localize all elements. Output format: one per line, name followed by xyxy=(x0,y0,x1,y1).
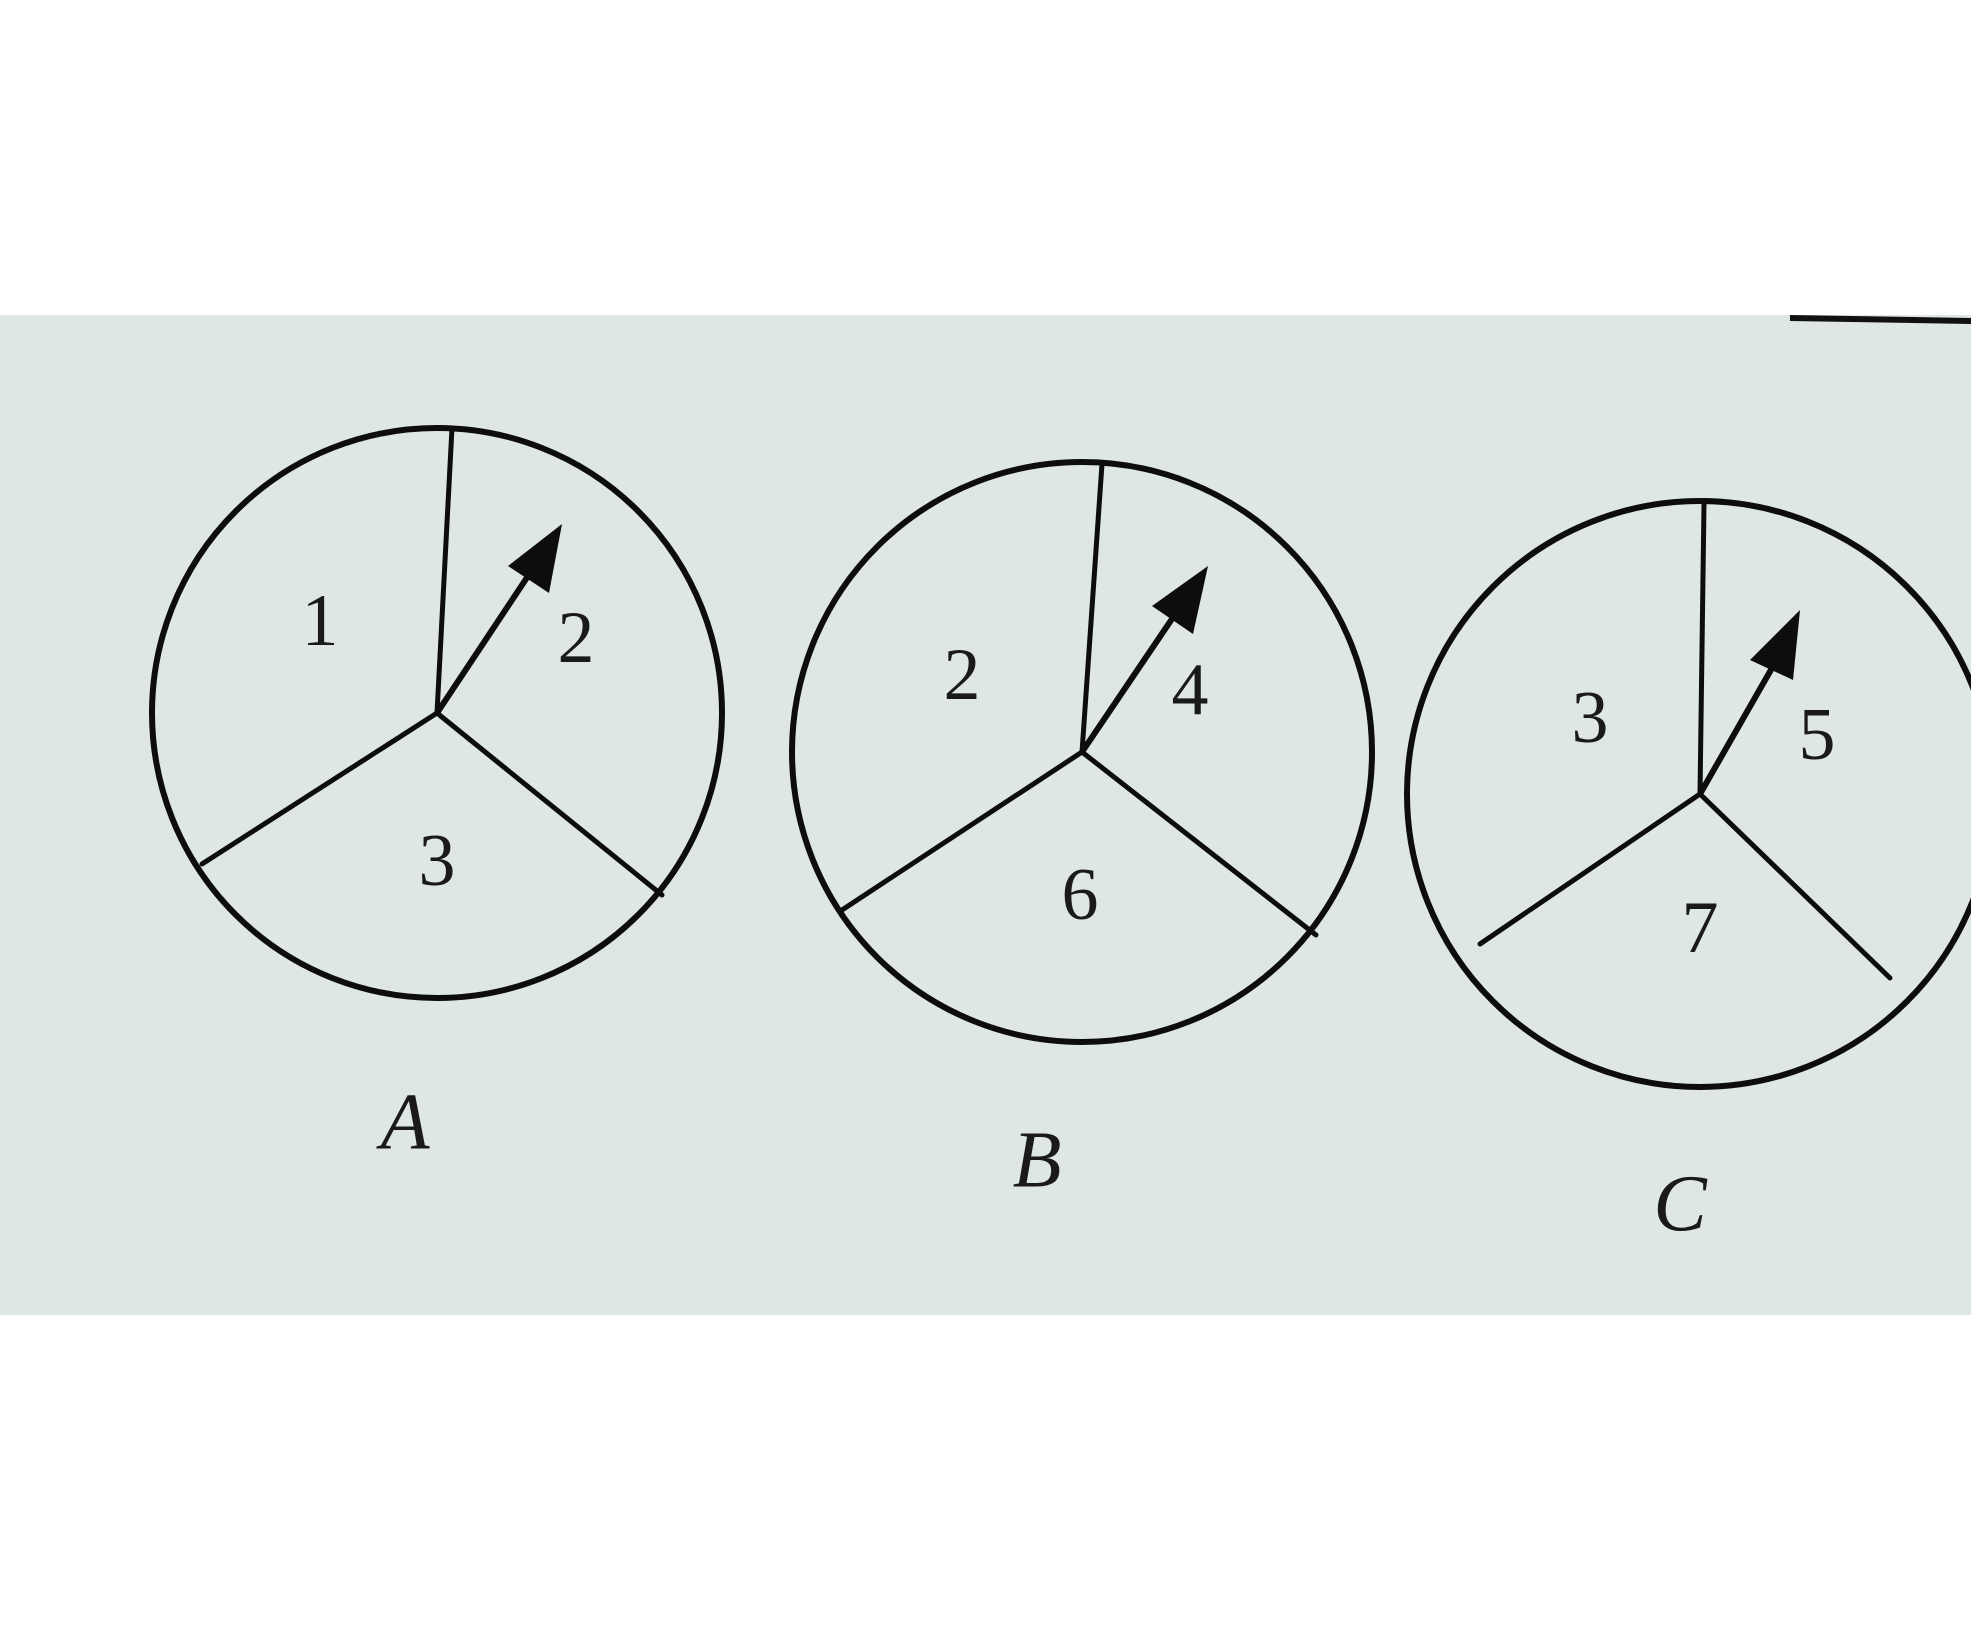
spinner-c-ring xyxy=(1404,498,1971,1090)
spinner-b-sector-6: 6 xyxy=(1062,854,1099,936)
spinner-a: 1 2 3 A xyxy=(149,425,725,1166)
spinner-a-sector-1: 1 xyxy=(302,580,339,662)
spinner-c: 3 5 7 C xyxy=(1404,498,1971,1248)
spinner-b-pointer-shaft xyxy=(1079,607,1181,755)
spinner-a-pointer-head-icon xyxy=(508,524,562,593)
spinner-b: 2 4 6 B xyxy=(789,459,1375,1204)
spinner-b-pointer-head-icon xyxy=(1152,566,1208,634)
spinner-b-sector-4: 4 xyxy=(1172,649,1209,731)
spinner-a-sector-3: 3 xyxy=(419,820,456,902)
spinner-b-divider-right xyxy=(1079,749,1319,938)
spinner-b-divider-top xyxy=(1079,461,1105,755)
spinner-a-caption: A xyxy=(376,1078,431,1166)
spinner-a-sector-2: 2 xyxy=(558,597,595,679)
spinner-a-pointer-shaft xyxy=(434,567,535,716)
spinner-c-sector-3: 3 xyxy=(1572,677,1609,759)
spinner-a-divider-top xyxy=(434,425,455,716)
spinner-c-sector-7: 7 xyxy=(1682,887,1719,969)
spinner-b-sector-2: 2 xyxy=(944,634,981,716)
spinner-c-divider-right xyxy=(1697,791,1893,981)
paper-edge xyxy=(1789,315,1971,324)
spinner-c-pointer-shaft xyxy=(1697,665,1775,797)
spinner-c-sector-5: 5 xyxy=(1799,694,1836,776)
spinner-c-divider-left xyxy=(1477,791,1703,947)
spinner-c-pointer-head-icon xyxy=(1750,610,1800,680)
spinner-b-caption: B xyxy=(1013,1116,1062,1204)
spinner-b-ring xyxy=(789,459,1375,1045)
spinner-a-divider-right xyxy=(434,710,665,898)
spinner-a-divider-left xyxy=(199,710,440,867)
spinner-b-divider-left xyxy=(839,749,1085,913)
spinner-c-divider-top xyxy=(1697,501,1707,797)
spinner-a-ring xyxy=(149,425,725,1001)
spinner-c-caption: C xyxy=(1653,1160,1708,1248)
